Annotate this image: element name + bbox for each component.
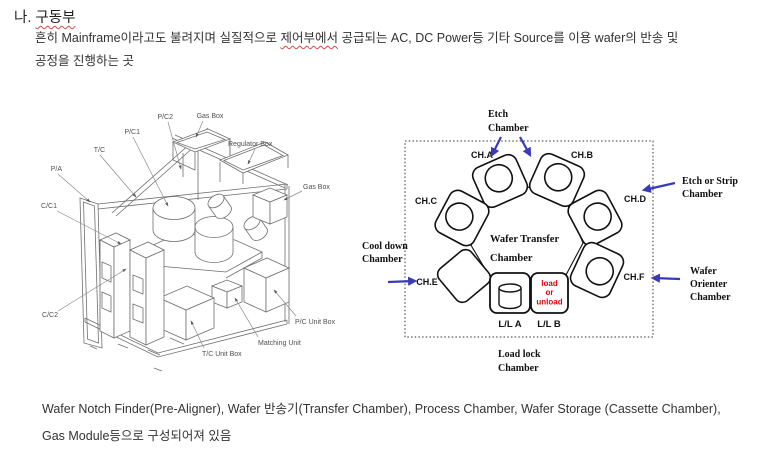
mainframe-isometric-diagram: P/C2 Gas Box P/C1 Regulator Box T/C Gas … [41, 113, 336, 372]
chamber-c [434, 189, 490, 247]
annotation-arrows [387, 136, 681, 286]
transfer-chamber-label-1: Wafer Transfer [490, 234, 559, 245]
load-lock-annotation-2: Chamber [498, 363, 539, 374]
chamber-f-orienter [569, 241, 625, 299]
summary-paragraph: Wafer Notch Finder(Pre-Aligner), Wafer 반… [42, 396, 762, 450]
cool-down-arrow [387, 276, 418, 286]
title-prefix: 나. [14, 10, 36, 26]
base-rails [84, 317, 288, 358]
loadlock-b-label: L/L B [537, 319, 561, 330]
etch-strip-arrow [641, 181, 676, 193]
chamber-b-label: CH.B [571, 150, 593, 160]
tilted-cylinder-1 [207, 193, 232, 219]
overhead-rails [111, 127, 289, 217]
label-gas-box-right: Gas Box [303, 184, 330, 191]
label-matching-unit: Matching Unit [258, 340, 301, 347]
intro-line-1: 흔히 Mainframe이라고도 불려지며 실질적으로 제어부에서 공급되는 A… [35, 27, 745, 50]
chamber-a-label: CH.A [471, 150, 493, 160]
orienter-annotation-2: Orienter [690, 279, 728, 290]
label-tc: T/C [94, 147, 105, 154]
load-unload-line2: or [546, 288, 554, 297]
title-word-spellcheck: 구동부 [35, 10, 76, 26]
cabinet-cc2 [129, 241, 165, 346]
etch-arrow-right [519, 136, 532, 158]
orienter-annotation-3: Chamber [690, 292, 731, 303]
tc-unit-box [158, 285, 215, 341]
label-regulator-box: Regulator Box [228, 141, 273, 148]
etch-arrow-left [490, 136, 502, 158]
etch-annotation-2: Chamber [488, 123, 529, 134]
summary-line-2: Gas Module등으로 구성되어져 있음 [42, 429, 232, 443]
label-pa: P/A [51, 166, 63, 173]
cabinet-cc1 [99, 232, 131, 339]
load-unload-line1: load [541, 279, 558, 288]
intro-line-1-pre: 흔히 Mainframe이라고도 불려지며 실질적으로 [35, 31, 281, 45]
chamber-d-label: CH.D [624, 194, 646, 204]
chamber-e-cooldown [436, 248, 492, 304]
process-chamber-cylinder-2 [194, 216, 234, 263]
process-chamber-cylinder-1 [152, 196, 196, 242]
cluster-chamber-diagram: load or unload CH.A CH.B CH.C CH.D CH.E … [362, 109, 738, 374]
load-unload-line3: unload [536, 298, 562, 307]
loadlock-a-label: L/L A [498, 319, 521, 330]
label-cc2: C/C2 [42, 312, 58, 319]
intro-line-1-spellcheck: 제어부에서 [280, 31, 338, 45]
cool-down-annotation-1: Cool down [362, 241, 408, 252]
label-pc-unit-box: P/C Unit Box [295, 319, 336, 326]
chamber-d [567, 189, 623, 247]
cassette-cylinder-icon [498, 283, 522, 310]
chamber-b [528, 152, 586, 208]
etch-strip-annotation-1: Etch or Strip [682, 176, 738, 187]
intro-line-2: 공정을 진행하는 곳 [35, 54, 134, 68]
summary-line-1: Wafer Notch Finder(Pre-Aligner), Wafer 반… [42, 402, 721, 416]
leader-lines [56, 120, 303, 349]
label-pc2: P/C2 [157, 114, 173, 121]
load-lock-annotation-1: Load lock [498, 349, 541, 360]
chamber-f-label: CH.F [624, 272, 645, 282]
gas-box-right [251, 187, 289, 225]
cool-down-annotation-2: Chamber [362, 254, 403, 265]
matching-unit-box [210, 279, 244, 309]
etch-annotation-1: Etch [488, 109, 508, 120]
label-gas-box-top: Gas Box [197, 113, 224, 120]
page-title: 나. 구동부 [14, 6, 75, 27]
load-unload-text: load or unload [536, 279, 562, 307]
panel-frame [79, 197, 103, 349]
label-pc1: P/C1 [124, 129, 140, 136]
transfer-chamber-label-2: Chamber [490, 253, 533, 264]
loadlock-b-box [530, 272, 569, 314]
label-cc1: C/C1 [41, 203, 57, 210]
chamber-e-label: CH.E [416, 277, 438, 287]
orienter-annotation-1: Wafer [690, 266, 717, 277]
intro-paragraph: 흔히 Mainframe이라고도 불려지며 실질적으로 제어부에서 공급되는 A… [35, 27, 745, 73]
orienter-arrow [650, 273, 681, 283]
chamber-a [471, 153, 529, 209]
etch-strip-annotation-2: Chamber [682, 189, 723, 200]
pc-unit-box [243, 257, 290, 313]
intro-line-1-post: 공급되는 AC, DC Power등 기타 Source를 이용 wafer의 … [337, 31, 679, 45]
label-tc-unit-box: T/C Unit Box [202, 351, 242, 358]
chamber-c-label: CH.C [415, 196, 437, 206]
